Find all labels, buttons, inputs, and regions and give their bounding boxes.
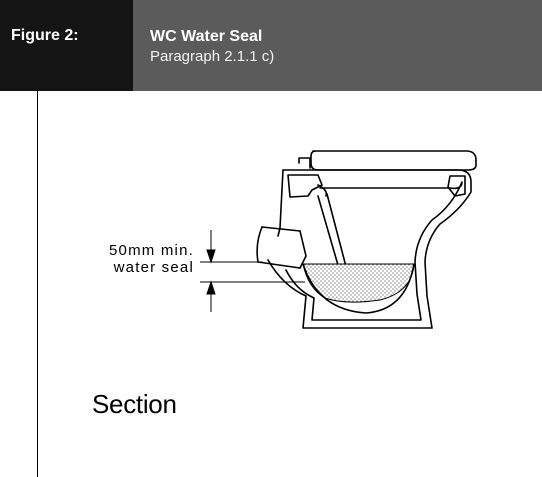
wc-rear-wall bbox=[277, 169, 284, 237]
left-margin-rule bbox=[37, 91, 38, 477]
dimension-label-line1: 50mm min. bbox=[109, 242, 194, 259]
figure-subtitle: Paragraph 2.1.1 c) bbox=[150, 48, 275, 65]
wc-seat-lid bbox=[310, 150, 477, 171]
wc-outlet-bottom bbox=[257, 261, 301, 269]
section-caption: Section bbox=[92, 389, 177, 419]
wc-pan-outer bbox=[267, 169, 472, 329]
figure-title: WC Water Seal bbox=[150, 28, 263, 45]
wc-rim-front bbox=[447, 175, 466, 197]
wc-rim-rear bbox=[287, 174, 323, 198]
wc-bowl-curve bbox=[302, 263, 415, 314]
dimension-arrowhead-bottom bbox=[206, 280, 216, 295]
dimension-arrowhead-top bbox=[206, 249, 216, 264]
wc-pan-inner bbox=[285, 181, 463, 321]
wc-outlet-end bbox=[256, 226, 263, 263]
wc-hinge bbox=[298, 157, 311, 169]
wc-outlet-joint bbox=[299, 230, 307, 269]
wc-outlet-top bbox=[261, 226, 301, 232]
dimension-label-line2: water seal bbox=[113, 259, 194, 276]
figure-number: Figure 2: bbox=[0, 0, 133, 91]
figure-header: Figure 2: WC Water Seal Paragraph 2.1.1 … bbox=[0, 0, 542, 91]
wc-water-seal bbox=[302, 263, 415, 303]
wc-rim-hook bbox=[317, 184, 328, 197]
figure-title-box: WC Water Seal Paragraph 2.1.1 c) bbox=[133, 0, 542, 91]
